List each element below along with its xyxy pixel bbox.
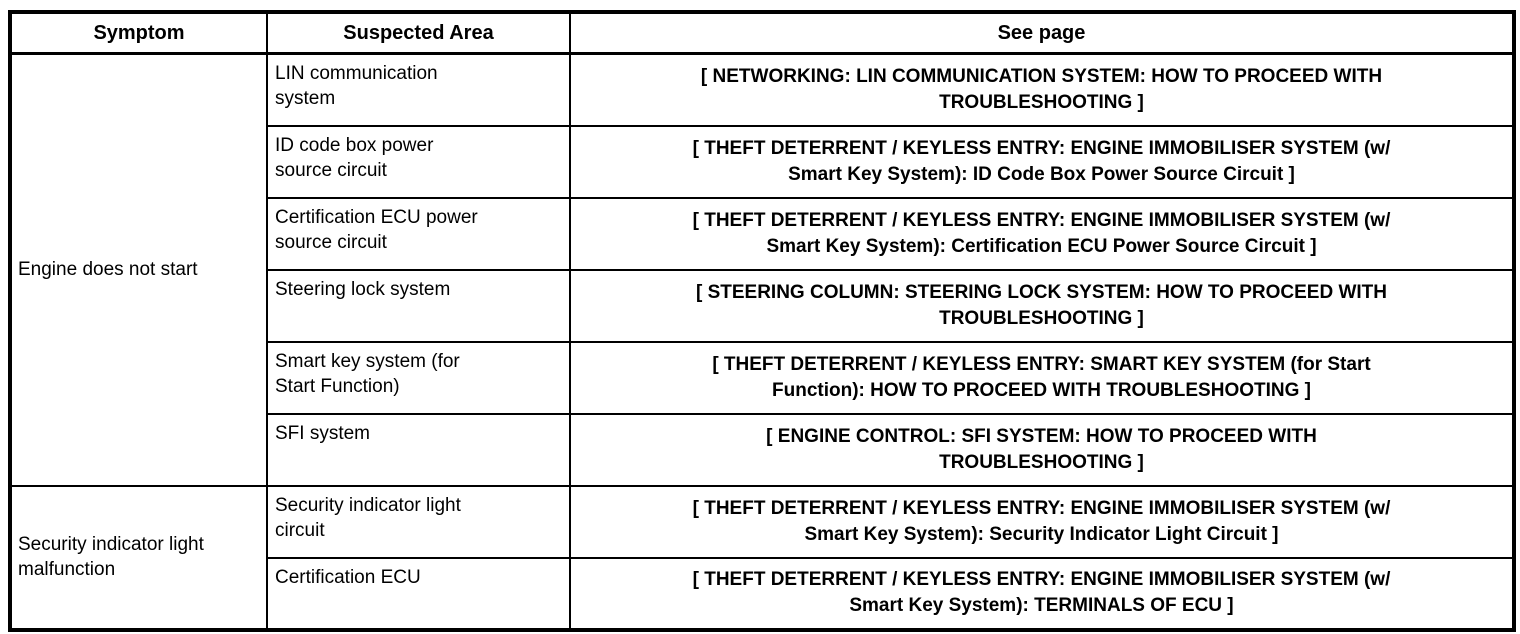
header-suspected-area: Suspected Area — [266, 11, 571, 55]
suspected-area-cell: ID code box power source circuit — [266, 124, 571, 199]
see-page-cell: [ THEFT DETERRENT / KEYLESS ENTRY: ENGIN… — [569, 196, 1515, 271]
suspected-area-cell: Security indicator light circuit — [266, 484, 571, 559]
suspected-area-cell: SFI system — [266, 412, 571, 487]
see-page-cell: [ THEFT DETERRENT / KEYLESS ENTRY: ENGIN… — [569, 484, 1515, 559]
symptom-cell: Engine does not start — [9, 52, 268, 487]
see-page-cell: [ THEFT DETERRENT / KEYLESS ENTRY: SMART… — [569, 340, 1515, 415]
suspected-area-cell: Certification ECU power source circuit — [266, 196, 571, 271]
table-row: Certification ECU power source circuit[ … — [10, 196, 1515, 271]
symptom-cell: Security indicator light malfunction — [9, 484, 268, 631]
see-page-cell: [ THEFT DETERRENT / KEYLESS ENTRY: ENGIN… — [569, 124, 1515, 199]
table-row: Smart key system (for Start Function)[ T… — [10, 340, 1515, 415]
table-header: Symptom Suspected Area See page — [9, 11, 1515, 55]
symptom-troubleshooting-table: Symptom Suspected Area See page Engine d… — [8, 10, 1516, 632]
suspected-area-cell: Steering lock system — [266, 268, 571, 343]
header-row: Symptom Suspected Area See page — [9, 11, 1515, 55]
header-symptom: Symptom — [9, 11, 268, 55]
header-see-page: See page — [569, 11, 1515, 55]
see-page-cell: [ NETWORKING: LIN COMMUNICATION SYSTEM: … — [569, 52, 1515, 127]
suspected-area-cell: Certification ECU — [266, 556, 571, 631]
see-page-cell: [ STEERING COLUMN: STEERING LOCK SYSTEM:… — [569, 268, 1515, 343]
table-row: SFI system[ ENGINE CONTROL: SFI SYSTEM: … — [10, 412, 1515, 487]
suspected-area-cell: Smart key system (for Start Function) — [266, 340, 571, 415]
table-row: Steering lock system[ STEERING COLUMN: S… — [10, 268, 1515, 343]
table-row: ID code box power source circuit[ THEFT … — [10, 124, 1515, 199]
table-row: Certification ECU[ THEFT DETERRENT / KEY… — [10, 556, 1515, 631]
suspected-area-cell: LIN communication system — [266, 52, 571, 127]
see-page-cell: [ ENGINE CONTROL: SFI SYSTEM: HOW TO PRO… — [569, 412, 1515, 487]
see-page-cell: [ THEFT DETERRENT / KEYLESS ENTRY: ENGIN… — [569, 556, 1515, 631]
